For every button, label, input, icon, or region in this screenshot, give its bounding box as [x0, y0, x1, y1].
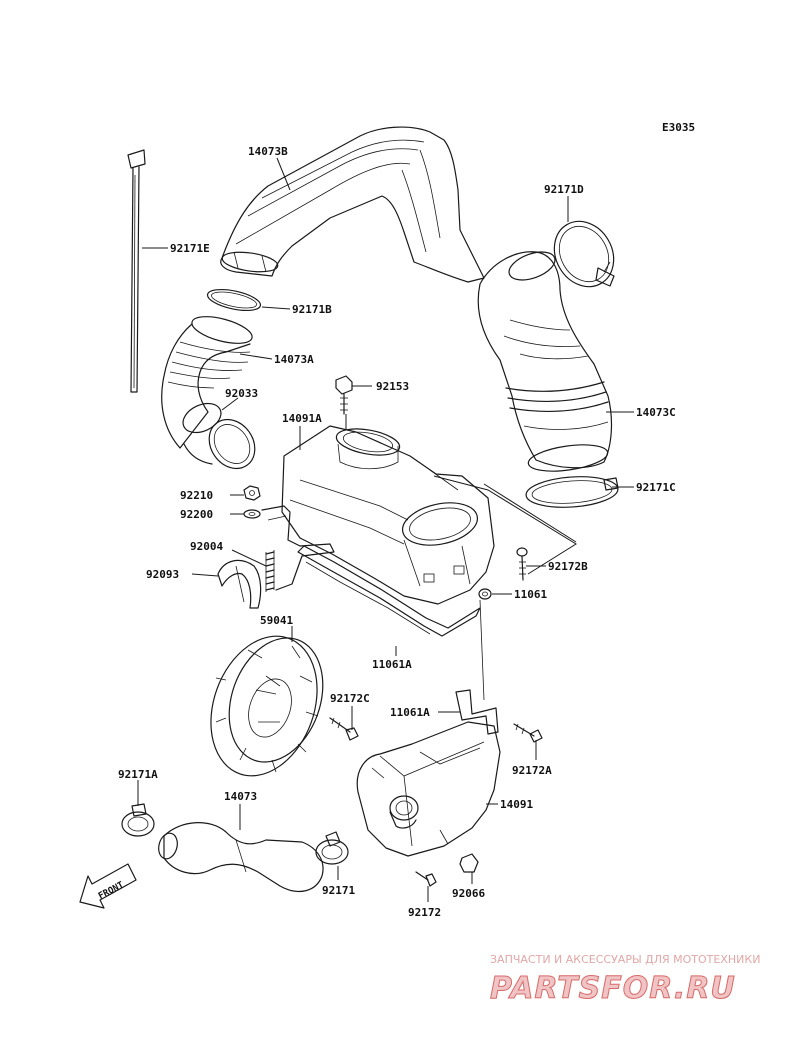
- grommet-11061: [478, 588, 492, 600]
- leader-group-duct: [483, 483, 577, 543]
- clamp-92033: [183, 418, 256, 470]
- intake-duct-14073b: [220, 126, 485, 283]
- label-92172b: 92172B: [548, 560, 588, 573]
- label-11061a-upper: 11061A: [372, 658, 412, 671]
- label-92210: 92210: [180, 489, 213, 502]
- hose-clamp-92171b: [206, 288, 262, 312]
- gasket-11061a-upper: [297, 545, 481, 637]
- screw-92172a: [513, 723, 543, 743]
- label-92200: 92200: [180, 508, 213, 521]
- label-92153: 92153: [376, 380, 409, 393]
- hose-clamp-92171c: [525, 476, 619, 508]
- label-92004: 92004: [190, 540, 223, 553]
- intake-duct-14073c: [477, 251, 613, 472]
- label-92066: 92066: [452, 887, 485, 900]
- label-14073c: 14073C: [636, 406, 676, 419]
- hose-clamp-92171a: [121, 803, 155, 837]
- front-direction-arrow: FRONT: [79, 863, 137, 909]
- nut-92210: [243, 485, 261, 501]
- label-92171e: 92171E: [170, 242, 210, 255]
- hose-clamp-92171d: [553, 220, 615, 288]
- watermark: ЗАПЧАСТИ И АКСЕССУАРЫ ДЛЯ МОТОТЕХНИКИ PA…: [490, 953, 761, 1007]
- diagram-code: E3035: [662, 121, 695, 134]
- cable-tie-92171e: [127, 149, 146, 393]
- air-cleaner-case-14091: [356, 721, 501, 857]
- spring-92004: [265, 550, 275, 592]
- label-92093: 92093: [146, 568, 179, 581]
- gasket-11061a-lower: [455, 599, 499, 735]
- bolt-92153: [335, 375, 353, 415]
- label-14073a: 14073A: [274, 353, 314, 366]
- label-92171b: 92171B: [292, 303, 332, 316]
- watermark-tagline: ЗАПЧАСТИ И АКСЕССУАРЫ ДЛЯ МОТОТЕХНИКИ: [490, 953, 760, 966]
- screw-92172: [415, 871, 437, 887]
- screw-92172c: [329, 717, 359, 741]
- label-11061: 11061: [514, 588, 547, 601]
- air-cleaner-case-14091a: [281, 425, 495, 605]
- label-14073b: 14073B: [248, 145, 288, 158]
- label-92172a: 92172A: [512, 764, 552, 777]
- leader-lines: [137, 157, 634, 902]
- label-14091a: 14091A: [282, 412, 322, 425]
- elbow-hose-14073a: [161, 316, 253, 449]
- label-14073: 14073: [224, 790, 257, 803]
- label-92171a: 92171A: [118, 768, 158, 781]
- label-92172c: 92172C: [330, 692, 370, 705]
- air-filter-element-59041: [210, 635, 324, 777]
- label-92171c: 92171C: [636, 481, 676, 494]
- leader-group-92172b: [433, 475, 577, 575]
- label-92171d: 92171D: [544, 183, 584, 196]
- label-14091: 14091: [500, 798, 533, 811]
- label-92171: 92171: [322, 884, 355, 897]
- label-92172: 92172: [408, 906, 441, 919]
- rubber-cap-92093: [217, 559, 262, 609]
- label-59041: 59041: [260, 614, 293, 627]
- screw-92172b: [516, 547, 528, 581]
- nut-92066: [459, 853, 479, 873]
- hose-clamp-92171: [315, 831, 349, 865]
- part-labels: 14073B 92171E 92171D 92171B 14073A 92153…: [118, 145, 676, 919]
- watermark-brand: PARTSFOR.RU: [490, 971, 736, 1006]
- front-label: FRONT: [97, 880, 126, 902]
- mounting-bracket: [261, 505, 335, 591]
- hose-14073: [158, 822, 324, 893]
- washer-92200: [243, 509, 261, 519]
- label-11061a-lower: 11061A: [390, 706, 430, 719]
- label-92033: 92033: [225, 387, 258, 400]
